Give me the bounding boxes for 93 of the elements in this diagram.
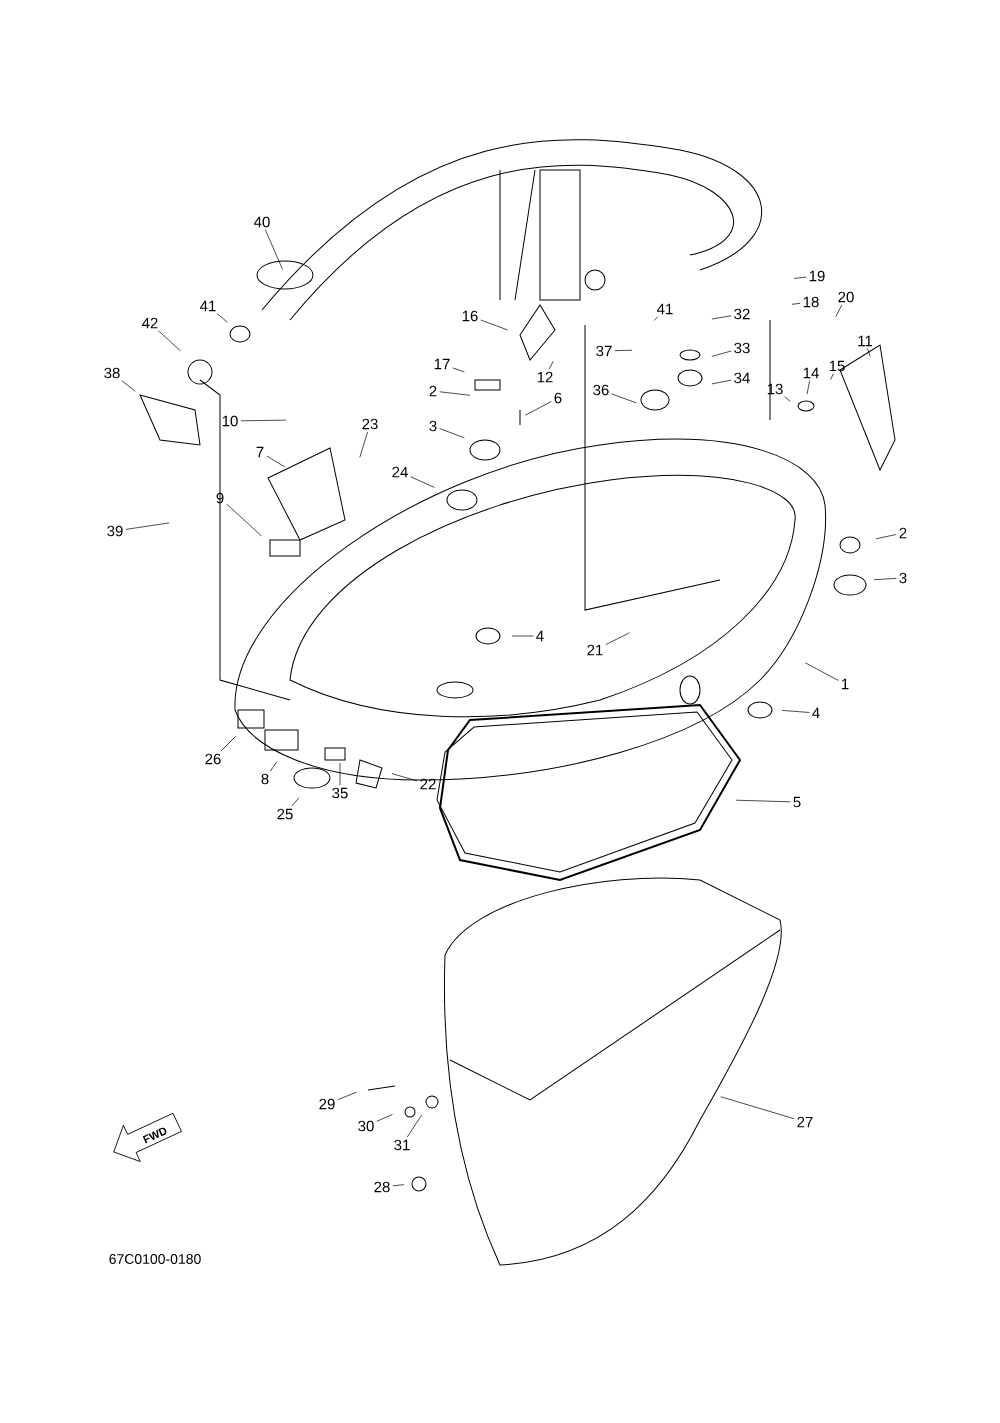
leader-line: [125, 522, 170, 530]
callout-number: 40: [254, 216, 270, 228]
callout-number: 33: [734, 342, 750, 354]
callout-number: 37: [596, 345, 612, 357]
leader-line: [867, 348, 871, 357]
callout-number: 19: [809, 270, 825, 282]
callout-number: 34: [734, 372, 750, 384]
leader-line: [735, 799, 791, 803]
leader-line: [359, 431, 368, 458]
callout-number: 27: [797, 1116, 813, 1128]
callout-number: 35: [332, 787, 348, 799]
leader-line: [830, 373, 834, 380]
callout-number: 26: [205, 753, 221, 765]
leader-line: [653, 316, 659, 321]
catalog-number: 67C0100-0180: [109, 1254, 201, 1264]
callout-number: 3: [429, 420, 437, 432]
leader-line: [605, 632, 630, 645]
leader-line: [158, 330, 181, 352]
callout-number: 25: [277, 808, 293, 820]
callout-number: 3: [899, 572, 907, 584]
leader-line: [791, 302, 801, 305]
leader-line: [216, 313, 228, 323]
callout-number: 41: [657, 303, 673, 315]
leader-line: [121, 380, 136, 392]
callout-number: 8: [261, 773, 269, 785]
leader-line: [337, 1091, 357, 1101]
callout-number: 5: [793, 796, 801, 808]
callout-number: 38: [104, 367, 120, 379]
callout-number: 42: [142, 317, 158, 329]
leader-line: [711, 315, 732, 320]
leader-line: [291, 797, 300, 807]
callout-number: 11: [858, 335, 873, 347]
callout-number: 22: [420, 778, 436, 790]
callout-number: 6: [554, 392, 562, 404]
leader-line: [226, 503, 262, 537]
leader-line: [220, 735, 237, 752]
callout-number: 23: [362, 418, 378, 430]
callout-number: 17: [434, 358, 450, 370]
leader-line: [480, 319, 508, 331]
leader-line: [806, 380, 810, 395]
leader-line: [265, 229, 283, 270]
leader-line: [711, 350, 732, 357]
leader-line: [376, 1114, 393, 1122]
leader-line: [720, 1096, 795, 1120]
leader-line: [439, 391, 471, 396]
leader-line: [392, 1184, 405, 1187]
callout-number: 20: [838, 291, 854, 303]
callout-number: 12: [537, 371, 553, 383]
callout-number: 16: [462, 310, 478, 322]
leader-line: [406, 1114, 423, 1138]
leader-line: [511, 635, 534, 637]
leader-line: [548, 360, 554, 370]
leader-line: [339, 762, 341, 786]
callout-number: 39: [107, 525, 123, 537]
leader-line: [240, 419, 287, 422]
callout-number: 4: [812, 707, 820, 719]
callout-number: 30: [358, 1120, 374, 1132]
callout-number: 29: [319, 1098, 335, 1110]
callout-number: 32: [734, 308, 750, 320]
leader-line: [804, 662, 839, 681]
callout-number: 18: [803, 296, 819, 308]
leader-line: [611, 393, 637, 404]
leader-line: [781, 710, 810, 713]
callout-number: 9: [216, 492, 224, 504]
leader-line: [524, 401, 552, 416]
callout-number: 14: [803, 367, 819, 379]
leader-line: [452, 367, 465, 373]
leader-line: [269, 761, 277, 772]
leader-line: [614, 349, 633, 352]
callout-number: 4: [536, 630, 544, 642]
leader-line: [875, 534, 897, 540]
callout-number: 2: [899, 527, 907, 539]
callout-number: 24: [392, 466, 408, 478]
leader-line: [873, 578, 897, 581]
callout-number: 28: [374, 1181, 390, 1193]
callout-number: 7: [256, 446, 264, 458]
leader-line: [793, 276, 807, 279]
callout-number: 15: [829, 360, 845, 372]
leader-line: [391, 773, 418, 782]
callout-number: 2: [429, 385, 437, 397]
callout-number: 21: [587, 644, 603, 656]
callout-number: 13: [767, 383, 783, 395]
leader-line: [835, 304, 843, 318]
leader-line: [439, 428, 465, 439]
callout-number: 31: [394, 1139, 410, 1151]
leader-line: [410, 476, 435, 488]
leader-line: [711, 379, 732, 385]
callout-number: 36: [593, 384, 609, 396]
callout-number: 1: [841, 678, 849, 690]
callout-number: 10: [222, 415, 238, 427]
leader-line: [266, 455, 286, 468]
callout-number: 41: [200, 300, 216, 312]
leader-line: [784, 396, 791, 402]
